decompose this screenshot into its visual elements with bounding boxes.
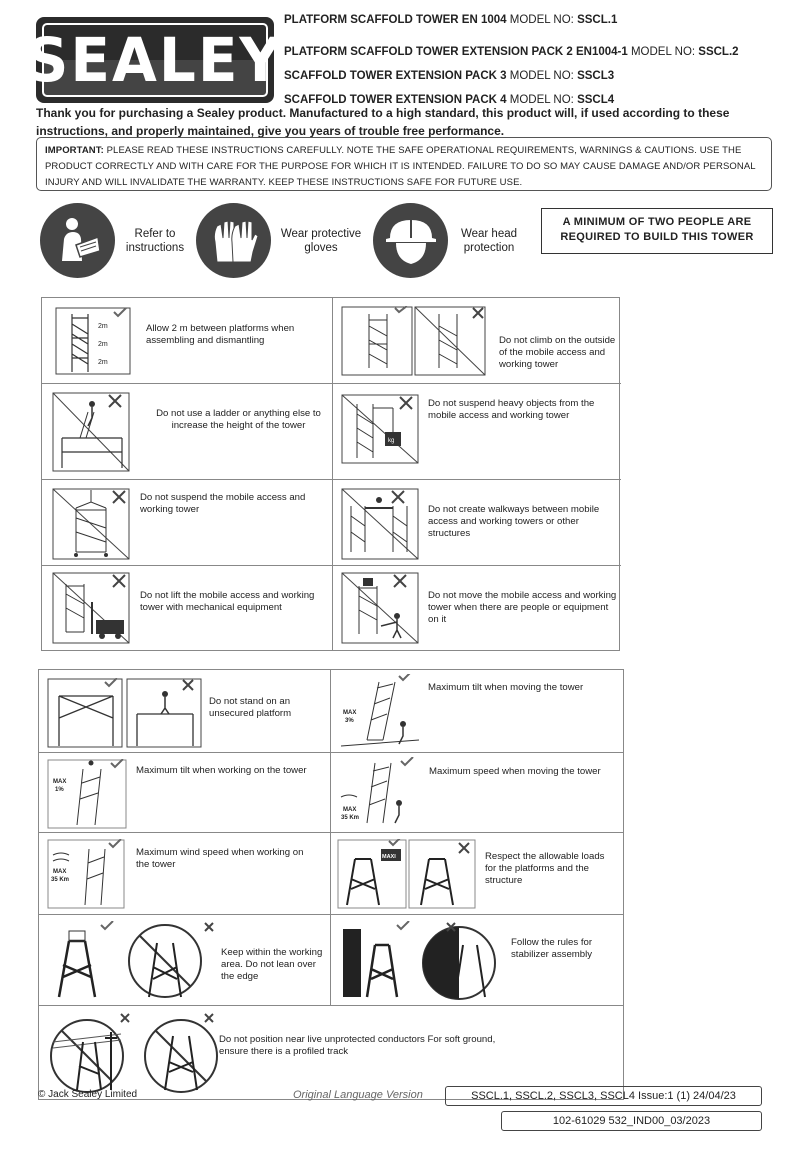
- walkway-forbidden-icon: [341, 488, 419, 560]
- important-lead: IMPORTANT:: [45, 145, 104, 156]
- cross-icon: [108, 394, 122, 408]
- move-occupied-icon: [341, 572, 419, 644]
- model-list: PLATFORM SCAFFOLD TOWER EN 1004 MODEL NO…: [284, 14, 794, 118]
- warning-cell: Do not stand on an unsecured platform: [39, 670, 331, 753]
- warning-text: Maximum speed when moving the tower: [429, 766, 601, 777]
- footer-issue-box: SSCL.1, SSCL.2, SSCL3, SSCL4 Issue:1 (1)…: [445, 1086, 762, 1106]
- cross-icon: [112, 574, 126, 588]
- pic-gap-label-3: 2m: [98, 359, 108, 366]
- gloves-icon: [196, 203, 271, 278]
- safety-head-label: Wear head protection: [460, 227, 518, 254]
- model-line-3: SCAFFOLD TOWER EXTENSION PACK 3 MODEL NO…: [284, 70, 615, 82]
- pic-kg-label: kg: [388, 438, 394, 444]
- climb-outside-icon: [341, 306, 486, 376]
- safety-gloves: Wear protective gloves: [196, 203, 365, 278]
- warning-cell: Do not climb on the outside of the mobil…: [333, 298, 621, 384]
- warning-cell: Keep within the working area. Do not lea…: [39, 915, 331, 1006]
- warnings-grid-2: Do not stand on an unsecured platform MA…: [38, 669, 624, 1100]
- pic-max-label-4: MAX: [53, 869, 66, 875]
- warning-text: Maximum wind speed when working on the t…: [136, 847, 304, 870]
- ladder-forbidden-icon: [52, 392, 130, 472]
- lean-over-icon: [57, 921, 214, 998]
- warning-text: Do not lift the mobile access and workin…: [140, 590, 315, 613]
- wind-icon: MAX 35 Km: [47, 839, 125, 909]
- cross-icon: [399, 396, 413, 410]
- min-people-notice: A MINIMUM OF TWO PEOPLE ARE REQUIRED TO …: [541, 208, 773, 254]
- power-lines-icon: [50, 1013, 218, 1093]
- pic-maxi-label: MAXI: [382, 854, 396, 860]
- pic-gap-label-2: 2m: [98, 341, 108, 348]
- warning-text: Maximum tilt when working on the tower: [136, 765, 307, 776]
- tilt-working-icon: MAX 1%: [47, 759, 127, 829]
- warning-text: Follow the rules for stabilizer assembly: [511, 937, 593, 960]
- warning-cell: MAX 35 Km Maximum wind speed when workin…: [39, 833, 331, 915]
- warning-cell: MAX 35 Km Maximum speed when moving the …: [331, 753, 623, 833]
- warning-text: Respect the allowable loads for the plat…: [485, 851, 605, 886]
- cross-icon: [391, 490, 405, 504]
- warning-text: Do not climb on the outside of the mobil…: [499, 335, 616, 370]
- pic-max-label-1: MAX: [343, 710, 356, 716]
- stabilizer-icon: [343, 921, 496, 1000]
- warning-cell: Follow the rules for stabilizer assembly: [331, 915, 623, 1006]
- pic-speed-label-1: 35 Km: [341, 815, 359, 821]
- warning-text: Allow 2 m between platforms when assembl…: [146, 323, 295, 346]
- thanks-paragraph: Thank you for purchasing a Sealey produc…: [36, 106, 730, 138]
- safety-instructions: Refer to instructions: [40, 203, 189, 278]
- footer-copyright: © Jack Sealey Limited: [38, 1089, 138, 1100]
- pic-gap-label-1: 2m: [98, 323, 108, 330]
- footer-original-language: Original Language Version: [293, 1089, 423, 1101]
- warning-cell: Do not create walkways between mobile ac…: [333, 480, 621, 566]
- tilt-moving-icon: MAX 3%: [340, 674, 420, 747]
- warning-text: Do not suspend the mobile access and wor…: [140, 492, 306, 515]
- model-line-1: PLATFORM SCAFFOLD TOWER EN 1004 MODEL NO…: [284, 14, 618, 26]
- warning-cell: Do not move the mobile access and workin…: [333, 566, 621, 650]
- safety-icons-row: Refer to instructions Wear protective gl…: [40, 203, 540, 279]
- cross-icon: [112, 490, 126, 504]
- warning-text: Keep within the working area. Do not lea…: [221, 947, 323, 982]
- logo-frame: SEALEY: [27, 23, 281, 97]
- tower-spacing-icon: 2m 2m 2m: [55, 307, 131, 375]
- forklift-forbidden-icon: [52, 572, 130, 644]
- logo-text: SEALEY: [26, 24, 284, 96]
- pic-tilt3-label: 3%: [345, 718, 354, 724]
- warning-text: Do not create walkways between mobile ac…: [428, 504, 600, 539]
- safety-gloves-label: Wear protective gloves: [280, 227, 362, 254]
- safety-instructions-label: Refer to instructions: [125, 227, 185, 254]
- warning-cell: Do not use a ladder or anything else to …: [42, 384, 333, 480]
- warning-cell: MAXI Respect the allowable loads for the…: [331, 833, 623, 915]
- warning-cell: 2m 2m 2m Allow 2 m between platforms whe…: [42, 298, 333, 384]
- model-line-2: PLATFORM SCAFFOLD TOWER EXTENSION PACK 2…: [284, 46, 739, 58]
- warning-cell: MAX 3% Maximum tilt when moving the towe…: [331, 670, 623, 753]
- important-notice: IMPORTANT: PLEASE READ THESE INSTRUCTION…: [36, 137, 772, 191]
- warning-cell: kg Do not suspend heavy objects from the…: [333, 384, 621, 480]
- warning-text: Do not position near live unprotected co…: [219, 1034, 496, 1057]
- speed-icon: MAX 35 Km: [340, 757, 414, 824]
- warning-cell: Do not lift the mobile access and workin…: [42, 566, 333, 650]
- warning-text: Do not suspend heavy objects from the mo…: [428, 398, 595, 421]
- footer-doc-number: 102-61029 532_IND00_03/2023: [501, 1111, 762, 1131]
- warning-text: Do not move the mobile access and workin…: [428, 590, 617, 625]
- warning-text: Do not use a ladder or anything else to …: [156, 408, 321, 431]
- pic-speed-label-2: 35 Km: [51, 877, 69, 883]
- warning-cell: Do not suspend the mobile access and wor…: [42, 480, 333, 566]
- warning-text: Do not stand on an unsecured platform: [209, 696, 292, 719]
- hard-hat-icon: [373, 203, 448, 278]
- warning-text: Maximum tilt when moving the tower: [428, 682, 584, 693]
- suspend-tower-icon: [52, 488, 130, 560]
- reading-manual-icon: [40, 203, 115, 278]
- warning-cell: Do not position near live unprotected co…: [39, 1006, 623, 1099]
- warning-cell: MAX 1% Maximum tilt when working on the …: [39, 753, 331, 833]
- pic-max-label-2: MAX: [53, 779, 66, 785]
- unsecured-platform-icon: [47, 678, 202, 748]
- model-line-4: SCAFFOLD TOWER EXTENSION PACK 4 MODEL NO…: [284, 94, 615, 106]
- important-text: PLEASE READ THESE INSTRUCTIONS CAREFULLY…: [45, 145, 756, 188]
- suspended-load-icon: kg: [341, 394, 419, 464]
- pic-max-label-3: MAX: [343, 807, 356, 813]
- warnings-grid-1: 2m 2m 2m Allow 2 m between platforms whe…: [41, 297, 621, 651]
- pic-tilt1-label: 1%: [55, 787, 64, 793]
- safety-head: Wear head protection: [373, 203, 524, 278]
- cross-icon: [393, 574, 407, 588]
- sealey-logo: SEALEY: [27, 17, 281, 103]
- allowable-loads-icon: MAXI: [337, 839, 476, 909]
